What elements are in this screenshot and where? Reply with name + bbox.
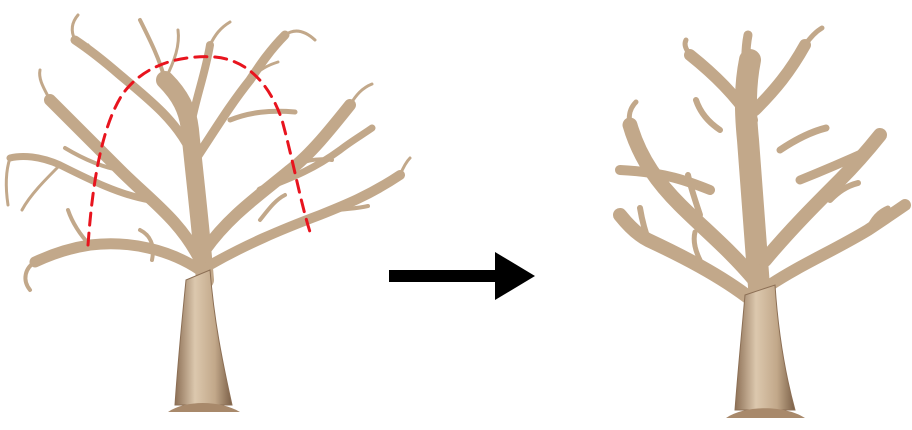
pruned-tree-branches: [620, 28, 905, 300]
unpruned-tree-icon: [6, 15, 410, 412]
pruned-tree-trunk: [735, 285, 795, 410]
arrow-right-icon: [389, 252, 535, 300]
pruned-tree-icon: [620, 28, 905, 418]
unpruned-tree-trunk: [175, 270, 232, 405]
